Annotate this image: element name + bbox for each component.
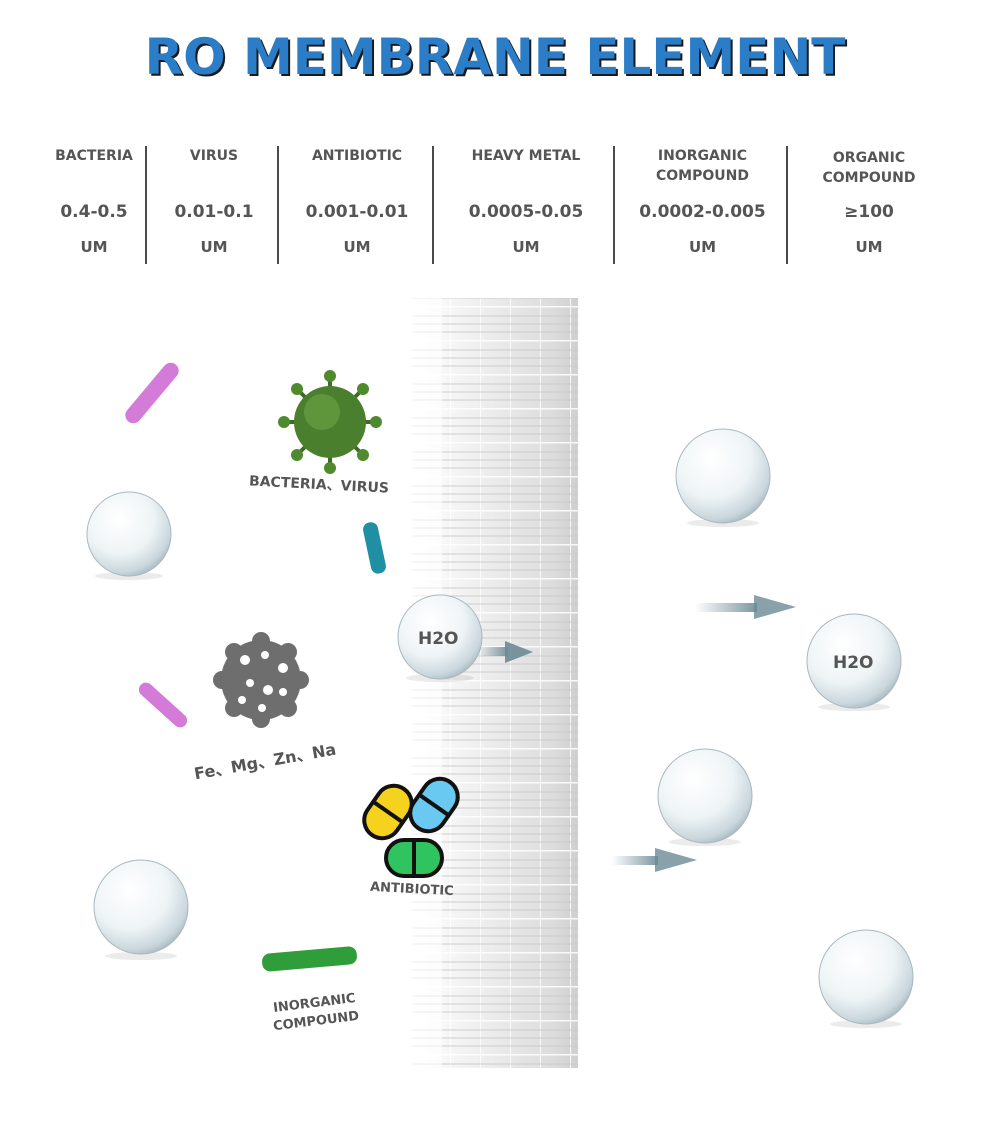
water-drop [86,491,172,580]
pink-small-rod [138,682,188,728]
column-unit: UM [343,238,371,256]
column-name: VIRUS [189,148,239,164]
column-divider [432,146,434,264]
column-value: 0.0002-0.005 [639,202,766,222]
water-drop [93,859,189,960]
pink-bacteria-rod [125,362,179,424]
column-name: BACTERIA [55,148,133,164]
column-unit: UM [512,238,540,256]
column-value: 0.001-0.01 [305,202,409,222]
table-column-organic-compound: ORGANIC COMPOUND ≥100 UM [795,140,943,265]
column-value: 0.01-0.1 [174,202,254,222]
column-name: HEAVY METAL [471,148,581,164]
column-unit: UM [80,238,108,256]
flow-arrow-icon [612,848,697,872]
column-divider [613,146,615,264]
h2o-label: H2O [833,653,874,673]
column-unit: UM [688,238,717,256]
water-drop [675,428,771,527]
column-name: ORGANIC COMPOUND [822,150,916,186]
column-value: 0.0005-0.05 [468,202,584,222]
flow-arrow-icon [695,595,796,619]
column-divider [277,146,279,264]
table-column-virus: VIRUS 0.01-0.1 UM [150,140,278,265]
table-column-inorganic-compound: INORGANIC COMPOUND 0.0002-0.005 UM [630,140,775,265]
flow-arrow-icon [478,641,533,663]
contaminant-size-table: BACTERIA 0.4-0.5 UM VIRUS 0.01-0.1 UM AN… [40,140,955,270]
column-name: INORGANIC COMPOUND [656,148,749,184]
green-inorganic-rod [262,946,357,972]
antibiotic-pills-icon [362,776,460,878]
virus-icon [278,370,382,474]
table-column-bacteria: BACTERIA 0.4-0.5 UM [40,140,148,265]
water-drop-h2o [806,613,902,711]
teal-bacteria-rod [363,522,386,574]
column-name: ANTIBIOTIC [311,148,403,164]
membrane-panel [412,298,578,1068]
column-unit: UM [855,238,883,256]
water-drop [657,748,753,846]
table-column-antibiotic: ANTIBIOTIC 0.001-0.01 UM [280,140,434,265]
water-drop [818,929,914,1028]
column-divider [786,146,788,264]
water-drop-h2o [397,594,483,682]
metal-ion-cluster-icon [213,632,309,728]
page-title: RO MEMBRANE ELEMENT [144,28,846,86]
column-value: ≥100 [844,202,894,222]
column-divider [145,146,147,264]
h2o-label: H2O [418,629,459,649]
column-unit: UM [200,238,228,256]
table-column-heavy-metal: HEAVY METAL 0.0005-0.05 UM [440,140,612,265]
column-value: 0.4-0.5 [60,202,128,222]
